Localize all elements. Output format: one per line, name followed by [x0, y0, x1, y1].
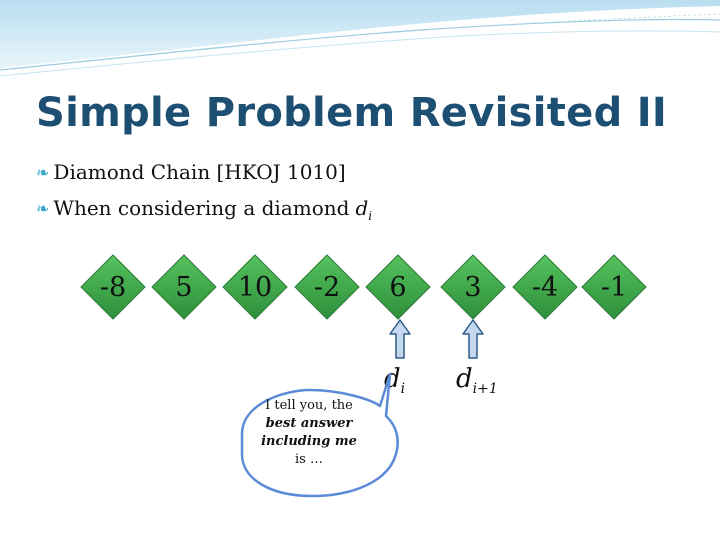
diamond-value: 10 [221, 253, 289, 321]
diamond-value: -1 [580, 253, 648, 321]
bullet-variable: di [355, 196, 372, 223]
diamond-value: 3 [439, 253, 507, 321]
diamond-value: -4 [511, 253, 579, 321]
bullet-considering: ❧ When considering a diamond di [36, 196, 372, 223]
diamond-value: -8 [79, 253, 147, 321]
diamond: 10 [221, 253, 289, 321]
diamond-value: 6 [364, 253, 432, 321]
bullet-text: When considering a diamond [53, 196, 349, 220]
diamond: 3 [439, 253, 507, 321]
diamond-value: -2 [293, 253, 361, 321]
bullet-text: Diamond Chain [HKOJ 1010] [53, 160, 345, 184]
bullet-icon: ❧ [36, 199, 49, 218]
diamond: -2 [293, 253, 361, 321]
diamond: -4 [511, 253, 579, 321]
diamond-value: 5 [150, 253, 218, 321]
diamond: 5 [150, 253, 218, 321]
speech-bubble-text: I tell you, the best answer including me… [244, 397, 374, 469]
header-wave-decoration [0, 0, 720, 80]
slide-title: Simple Problem Revisited II [36, 90, 667, 136]
diamond: 6 [364, 253, 432, 321]
up-arrow-icon [388, 318, 412, 360]
diamond: -8 [79, 253, 147, 321]
bullet-icon: ❧ [36, 163, 49, 182]
diamond: -1 [580, 253, 648, 321]
up-arrow-icon [461, 318, 485, 360]
bullet-diamond-chain: ❧ Diamond Chain [HKOJ 1010] [36, 160, 346, 184]
pointer-label-di-plus-1: di+1 [456, 364, 498, 397]
